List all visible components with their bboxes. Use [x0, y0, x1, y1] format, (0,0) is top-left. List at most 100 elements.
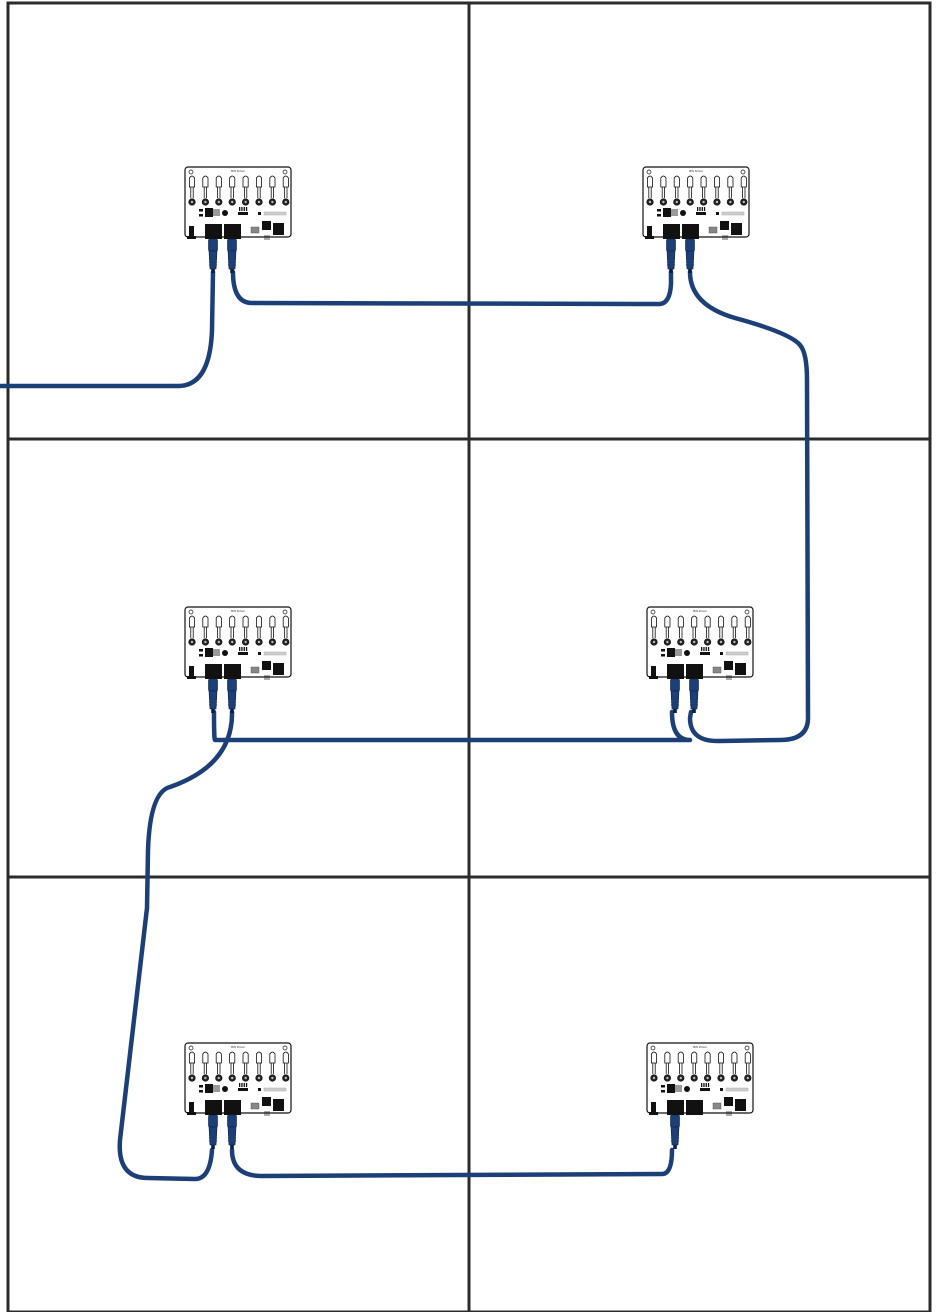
header-pin: [243, 647, 245, 651]
terminal-screw: [284, 1076, 287, 1080]
terminal-screw: [217, 1076, 220, 1080]
mounting-hole: [650, 609, 656, 615]
driver-board-5: BIN Driver: [184, 1042, 292, 1149]
header-pin: [707, 1083, 710, 1087]
power-jack-icon: [189, 666, 194, 678]
terminal-screw: [244, 1076, 247, 1080]
header-pin: [243, 1083, 245, 1087]
smd-component: [661, 649, 665, 652]
board-title: BIN Driver: [693, 609, 707, 613]
xlr-plug-in: [670, 1114, 680, 1149]
power-jack-icon: [189, 1102, 194, 1114]
terminal-screw: [271, 640, 274, 644]
power-jack-base: [649, 1112, 658, 1115]
header-pin: [703, 1083, 705, 1087]
terminal-screw: [217, 640, 220, 644]
led-icon: [215, 615, 222, 628]
plug-body: [208, 678, 218, 692]
terminal-screw: [204, 640, 207, 644]
led-icon: [744, 1051, 751, 1064]
terminal-screw: [217, 200, 220, 204]
mounting-hole: [282, 169, 288, 175]
terminal-screw: [719, 1076, 723, 1080]
plug-boot: [227, 690, 237, 710]
led-icon: [718, 615, 724, 628]
plug-strain-relief: [230, 709, 234, 713]
led-icon: [215, 175, 222, 188]
xlr-plug-in: [670, 678, 680, 713]
power-jack-icon: [647, 226, 652, 238]
ic-chip: [250, 226, 260, 234]
smd-component: [696, 212, 706, 215]
smd-component: [238, 652, 248, 655]
rj45-jack-icon: [731, 223, 742, 235]
terminal-screw: [662, 200, 665, 204]
terminal-screw: [666, 1076, 669, 1080]
plug-boot: [670, 690, 680, 710]
smd-component: [720, 1088, 723, 1091]
led-icon: [687, 175, 694, 188]
plug-boot: [666, 250, 676, 270]
button-icon: [222, 1086, 228, 1092]
led-icon: [704, 1051, 711, 1064]
driver-board-6: BIN Driver: [646, 1042, 754, 1149]
plug-strain-relief: [211, 1145, 215, 1149]
ic-chip: [213, 1085, 220, 1092]
xlr-plug-in: [208, 1114, 218, 1149]
button-icon: [684, 650, 690, 656]
xlr-socket-out: [682, 224, 699, 239]
cable-input-to-board-1: [0, 269, 216, 389]
plug-strain-relief: [230, 269, 234, 273]
power-jack-base: [187, 676, 196, 679]
xlr-plug-out: [689, 678, 699, 713]
power-jack-icon: [651, 666, 656, 678]
mounting-hole: [744, 1045, 750, 1051]
label-strip: [721, 211, 745, 216]
ic-chip: [675, 649, 682, 656]
board-title: BIN Driver: [689, 169, 703, 173]
driver-board-2: BIN Driver: [642, 166, 750, 273]
power-jack-base: [187, 236, 196, 239]
plug-strain-relief: [211, 709, 215, 713]
led-icon: [202, 615, 209, 628]
terminal-screw: [746, 640, 749, 644]
smd-component: [700, 652, 710, 655]
led-icon: [229, 1051, 236, 1064]
plug-boot: [208, 690, 218, 710]
led-icon: [282, 615, 289, 628]
smd-component: [720, 652, 723, 655]
plug-body: [208, 1114, 218, 1128]
smd-component: [199, 209, 203, 212]
terminal-screw: [693, 640, 696, 644]
header-pin: [699, 207, 701, 211]
power-jack-icon: [189, 226, 194, 238]
plug-strain-relief: [688, 269, 692, 273]
xlr-socket-out: [224, 1100, 241, 1115]
header-pin: [703, 647, 705, 651]
smd-component: [199, 649, 203, 652]
ic-chip: [213, 649, 220, 656]
xlr-plug-in: [208, 678, 218, 713]
label-strip: [263, 651, 287, 656]
dip-switch-icon: [262, 661, 271, 670]
driver-board-1: BIN Driver: [184, 166, 292, 273]
power-jack-base: [645, 236, 654, 239]
led-icon: [677, 615, 684, 628]
ic-chip: [213, 209, 220, 216]
terminal-screw: [666, 640, 669, 644]
led-icon: [256, 615, 262, 628]
led-icon: [269, 615, 276, 628]
panel-grid: [6, 1, 932, 1312]
terminal-screw: [244, 640, 247, 644]
ic-chip: [250, 1102, 260, 1110]
rj45-jack-icon: [735, 1099, 746, 1111]
led-icon: [202, 1051, 209, 1064]
header-pin: [239, 1083, 241, 1087]
ic-chip: [712, 666, 722, 674]
xlr-plug-out: [227, 238, 237, 273]
smd-component: [199, 1090, 203, 1093]
terminal-screw: [257, 200, 261, 204]
header-pin: [703, 207, 706, 211]
led-icon: [242, 1051, 249, 1064]
header-pin: [245, 647, 248, 651]
